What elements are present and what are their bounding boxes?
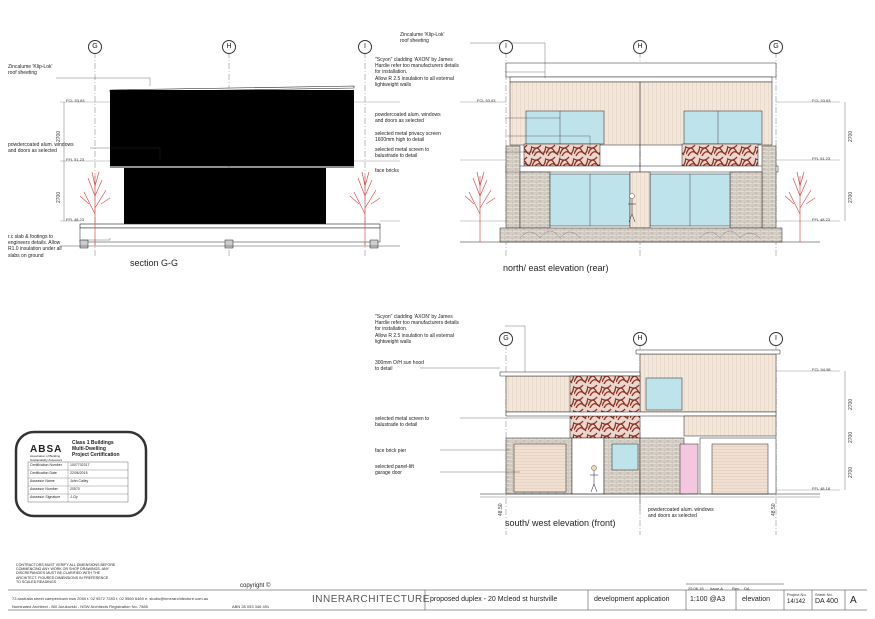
sw-rl-right: 48.50 [771,503,777,516]
revision-letter: A [850,595,857,606]
sheet-no-label: Sheet No. [815,592,833,597]
sw-level-top: FCL 54.98 [812,367,831,372]
basix-row: Assessor Signature J.Cly [30,495,126,503]
tree-ne-left [464,171,496,242]
sw-pier-note: face brick pier [375,448,407,454]
section-slab-note: r.c slab & footings to engineers details… [8,234,62,259]
section-drawing [60,85,400,249]
sw-rl-left: 48.50 [498,503,504,516]
dimension-lines [63,102,846,490]
sw-window-note: powdercoated alum. windows and doors as … [648,507,714,520]
project-no-label: Project No. [787,592,807,597]
ne-title: north/ east elevation (rear) [503,263,609,273]
basix-row-label: Certification Date [30,471,57,475]
basix-row: Assessor Name John Calley [30,479,126,487]
section-roof-note: Zincalume 'Klip-Lok' roof sheeting [8,64,53,77]
section-dim-upper: 2700 [56,130,62,142]
basix-row-label: Assessor Signature [30,495,61,499]
basix-stamp-frame [14,430,148,518]
firm-logo: INNERARCHITECTURE [312,594,430,605]
section-level-mid: FFL 51.23 [66,157,85,162]
ne-privacy-note: selected metal privacy screen 1600mm hig… [375,131,441,144]
rev-header: Rev. [732,586,740,591]
project-number: 14/142 [787,599,806,605]
sw-title: south/ west elevation (front) [505,518,616,528]
sw-elevation [480,349,840,498]
grid-bubble-h: H [222,40,236,54]
section-title: section G-G [130,258,179,268]
sw-garage-note: selected panel-lift garage door [375,464,414,477]
sw-dim-mid: 2700 [848,431,854,443]
sw-dim-lower: 2700 [848,466,854,478]
section-window-note: powdercoated alum. windows and doors as … [8,142,74,155]
grid-bubble-h: H [633,40,647,54]
grid-bubble-g: G [88,40,102,54]
drawing-name: elevation [742,596,771,603]
ne-level-bot: FFL 48.23 [812,217,831,222]
basix-row: Certification Number 1007702317 [30,463,126,471]
sw-cladding-note: "Scyon" cladding 'AXON' by James Hardie … [375,314,459,345]
basix-row-label: Assessor Name [30,479,55,483]
abn-number: ABN 28 053 346 491 [232,604,270,609]
sheet-number: DA 400 [815,598,838,605]
grid-bubble-g: G [769,40,783,54]
basix-heading: Class 1 Buildings Multi-Dwelling Project… [72,440,120,458]
title-block-frame [8,583,867,611]
nominated-architect: Nominated Architect - Bill Jurukovski - … [12,604,148,609]
disclaimer-note: CONTRACTORS MUST VERIFY ALL DIMENSIONS B… [16,563,116,584]
project-name: proposed duplex - 20 Mcleod st hurstvill… [430,596,558,603]
ne-dim-lower: 2700 [848,191,854,203]
stage-label: development application [594,596,670,603]
leader-lines [56,42,641,510]
basix-logo: ABSA [30,444,63,455]
section-dim-lower: 2700 [56,191,62,203]
basix-row-value: John Calley [70,479,89,483]
ne-level-mid: FFL 51.23 [812,156,831,161]
basix-row-label: Assessor Number [30,487,58,491]
grid-bubble-i: I [499,40,513,54]
copyright-note: copyright © [240,583,271,589]
tree-section-left [79,171,111,246]
basix-row-value: 1007702317 [70,463,90,467]
ne-brick-note: face bricks [375,168,399,174]
sw-hood-note: 300mm O/H sun hood to detail [375,360,424,373]
sw-dim-upper: 2700 [848,398,854,410]
tree-section-right [349,171,381,246]
ne-roof-note: Zincalume 'Klip-Lok' roof sheeting [400,32,445,45]
ne-screen-note: selected metal screen to balustrade to d… [375,147,430,160]
basix-row: Assessor Number 20570 [30,487,126,495]
section-level-bot: FFL 48.23 [66,217,85,222]
ne-window-note: powdercoated alum. windows and doors as … [375,112,441,125]
basix-row-label: Certification Number [30,463,62,467]
basix-row-value: 22/06/2015 [70,471,88,475]
basix-logo-sub: Association of Building Sustainability A… [30,454,63,462]
grid-bubble-g: G [499,332,513,346]
ne-cladding-note: "Scyon" cladding 'AXON' by James Hardie … [375,57,459,88]
ne-level-top-right: FCL 53.63 [812,98,831,103]
scale-label: 1:100 @A3 [690,596,726,603]
studio-address: 73 australia street camperdown nsw 2050 … [12,596,209,601]
basix-row: Certification Date 22/06/2015 [30,471,126,479]
ne-level-top-left: FCL 53.63 [477,98,496,103]
rev-date: 25.06.15 [688,586,704,591]
rev-header-da: DA [744,586,750,591]
rev-issue: issue A [710,586,723,591]
grid-bubble-i: I [769,332,783,346]
grid-bubble-h: H [633,332,647,346]
basix-table: Certification Number 1007702317 Certific… [30,463,126,503]
tree-ne-right [784,171,816,242]
ne-elevation [460,62,840,243]
ne-dim-upper: 2700 [848,130,854,142]
grid-bubble-i: I [358,40,372,54]
sw-level-bot: FFL 48.18 [812,486,831,491]
basix-signature: J.Cly [70,495,78,499]
basix-row-value: 20570 [70,487,80,491]
sw-screen-note: selected metal screen to balustrade to d… [375,416,430,429]
section-level-top: FCL 53.63 [66,98,85,103]
